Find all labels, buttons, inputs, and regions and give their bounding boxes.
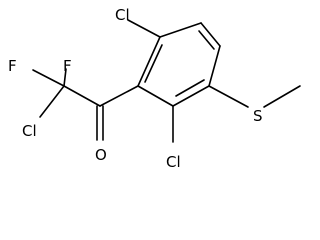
bond-lines [32,19,301,143]
bond-ring-c5-c6 [137,85,174,107]
atom-o: O [95,146,107,164]
bond-ring-c3-c4 [208,45,221,87]
bond-carbonyl-cf2cl [63,85,101,107]
bond-ring-c6-c1 [137,36,161,87]
bond-ring-c4-c5-inner [175,79,205,97]
bond-c1-cl-top [127,19,161,38]
structure-diagram: Cl F F Cl O Cl S [8,6,301,171]
bond-c-f-right [63,68,67,87]
bond-ring-c2-c3 [200,22,221,47]
atom-f-right: F [63,57,72,75]
bond-ring-c1-c2 [159,22,202,38]
bond-c6-carbonyl [99,85,139,107]
bond-ring-c2-c3-inner [198,30,215,50]
bond-ring-c6-c1-inner [144,44,163,83]
atom-s: S [253,107,263,125]
molecule-drawing: Cl F F Cl O Cl S [8,6,301,171]
bond-c-f-left [32,69,65,87]
atom-f-left: F [8,57,17,75]
bond-s-methyl [263,85,301,108]
bond-c-cl-left [39,85,65,118]
atom-cl-bottom: Cl [166,153,181,171]
atom-labels: Cl F F Cl O Cl S [8,6,263,171]
atom-cl-left: Cl [22,122,37,140]
bond-ring-c4-c5 [172,85,210,107]
atom-cl-top: Cl [115,6,130,24]
bond-c4-s [208,85,249,108]
